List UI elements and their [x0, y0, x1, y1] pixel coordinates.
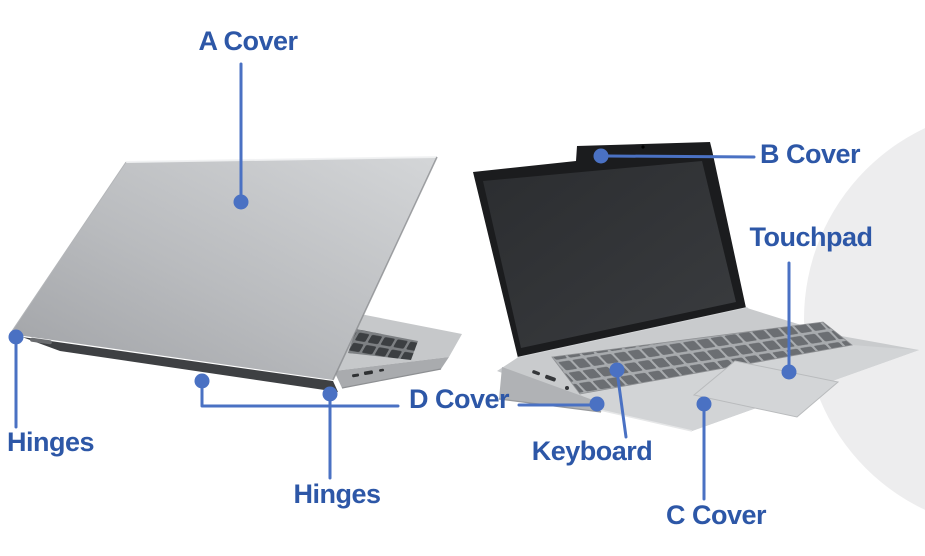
dot-keyboard	[609, 362, 625, 378]
dot-a-cover	[233, 194, 249, 210]
dot-d-cover-left	[194, 373, 210, 389]
leader-d-cover-left	[200, 379, 400, 408]
closed-laptop-lid-right-edge	[332, 156, 438, 381]
closed-laptop-lid-a-cover	[10, 157, 437, 380]
open-laptop-front-edge-highlight	[599, 409, 693, 432]
label-touchpad: Touchpad	[749, 222, 873, 252]
closed-laptop-keys	[348, 329, 418, 360]
closed-laptop-illustration	[9, 156, 462, 392]
label-c-cover: C Cover	[665, 500, 767, 530]
label-d-cover: D Cover	[408, 384, 510, 414]
open-laptop-side-d-cover	[499, 367, 604, 412]
closed-laptop-hinge-slot	[30, 337, 52, 345]
leader-lines	[8, 62, 797, 501]
closed-laptop-side	[334, 357, 449, 388]
dot-touchpad	[781, 364, 797, 380]
dot-c-cover	[696, 396, 712, 412]
open-laptop-ports	[532, 370, 569, 390]
leader-keyboard	[615, 369, 628, 439]
backdrop-circle	[804, 128, 925, 510]
label-hinges-rear: Hinges	[293, 479, 381, 509]
open-laptop-touchpad	[692, 360, 840, 418]
leader-b-cover	[606, 154, 756, 159]
label-a-cover: A Cover	[198, 26, 298, 56]
dot-hinges-rear	[322, 386, 338, 402]
closed-laptop-lid-top-highlight	[125, 156, 438, 163]
label-hinges-left: Hinges	[7, 427, 95, 457]
closed-laptop-side-edge	[341, 368, 442, 389]
open-laptop-screen	[483, 161, 736, 348]
dot-d-cover-right	[589, 396, 605, 412]
closed-laptop-underside-d-cover	[22, 337, 338, 392]
label-b-cover: B Cover	[760, 139, 861, 169]
open-laptop-keyboard	[551, 321, 853, 395]
webcam-dot	[641, 145, 645, 149]
dot-b-cover	[593, 148, 609, 164]
closed-laptop-lid-left-edge	[9, 161, 127, 335]
dot-hinges-left	[8, 329, 24, 345]
closed-laptop-ports	[352, 368, 385, 378]
label-keyboard: Keyboard	[531, 436, 653, 466]
